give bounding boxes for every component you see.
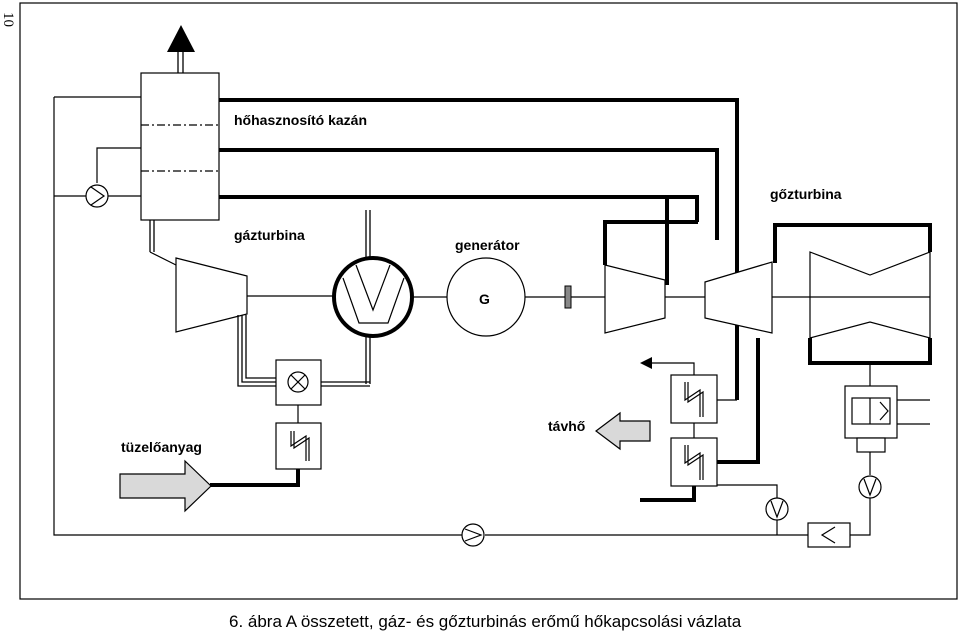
hp-steam-turbine xyxy=(604,264,705,334)
district-heater-lower xyxy=(640,338,778,502)
hrsg-label: hőhasznosító kazán xyxy=(234,112,367,128)
condenser xyxy=(844,385,930,475)
feedwater-heater xyxy=(485,522,851,548)
generator: G xyxy=(446,257,605,337)
generator-label: generátor xyxy=(455,237,520,253)
gas-turbine xyxy=(175,257,333,333)
figure-caption: 6. ábra A összetett, gáz- és gőzturbinás… xyxy=(229,612,742,631)
steam-turbine-label: gőzturbina xyxy=(770,186,842,202)
steam-lines xyxy=(219,98,932,400)
condensate-return-pump-icon xyxy=(765,497,789,535)
district-heater-upper xyxy=(640,357,737,424)
generator-symbol: G xyxy=(479,291,490,307)
ip-steam-turbine xyxy=(704,261,810,334)
pump-icon xyxy=(85,184,109,208)
lp-steam-turbine xyxy=(808,251,932,386)
combustion-chamber xyxy=(237,315,370,423)
district-heat-label: távhő xyxy=(548,418,585,434)
condensate-pump-icon xyxy=(850,475,882,536)
fuel-arrow-icon xyxy=(119,459,212,513)
exhaust-stack xyxy=(167,25,195,73)
district-heat-out-arrow-icon xyxy=(640,357,652,369)
exhaust-arrow-icon xyxy=(167,25,195,52)
feedwater-pump-icon xyxy=(461,523,485,547)
gt-exhaust-duct xyxy=(149,220,177,266)
gas-turbine-label: gázturbina xyxy=(234,227,305,243)
fuel-preheater xyxy=(210,422,322,487)
page-number: 10 xyxy=(0,12,16,27)
diagram-frame xyxy=(19,2,958,600)
compressor xyxy=(332,210,447,384)
fuel-label: tüzelőanyag xyxy=(121,439,202,455)
hrsg-boiler xyxy=(140,72,220,221)
district-heat-arrow-icon xyxy=(595,411,651,451)
